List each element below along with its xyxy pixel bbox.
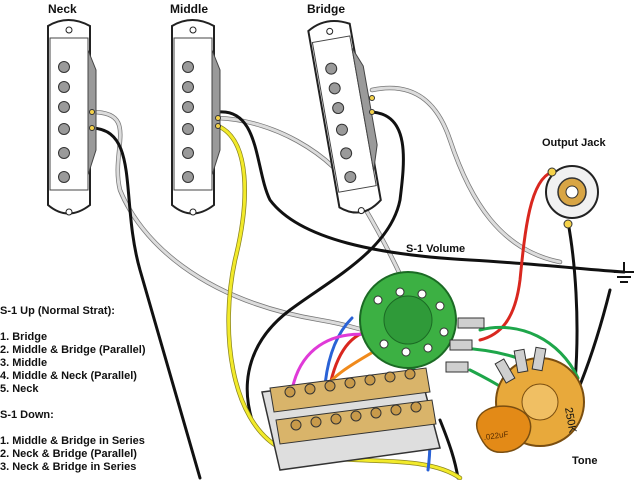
label-tone: Tone — [572, 455, 598, 467]
label-middle: Middle — [170, 2, 208, 16]
legend-up-title: S-1 Up (Normal Strat): — [0, 305, 115, 317]
label-neck: Neck — [48, 2, 77, 16]
five-way-switch — [261, 367, 441, 471]
wire-white-bridge — [369, 85, 563, 265]
output-jack — [545, 165, 599, 229]
pickup-bridge — [307, 20, 382, 215]
legend-down-item: 1. Middle & Bridge in Series — [0, 435, 145, 447]
wire-green-1 — [478, 325, 580, 380]
label-output-jack: Output Jack — [542, 137, 606, 149]
legend-up-item: 2. Middle & Bridge (Parallel) — [0, 344, 146, 356]
legend-up-item: 4. Middle & Neck (Parallel) — [0, 370, 137, 382]
ground-symbol — [614, 262, 634, 283]
tone-pot-value: 250K — [562, 406, 578, 434]
label-volume: S-1 Volume — [406, 243, 466, 255]
wire-black-ground — [578, 288, 612, 387]
wire-red-jack — [478, 170, 554, 342]
legend-up-item: 5. Neck — [0, 383, 39, 395]
switch-positions-legend: S-1 Up (Normal Strat): 1. Bridge 2. Midd… — [0, 305, 200, 474]
pickup-terminals — [89, 95, 375, 131]
wire-black-jack — [566, 220, 579, 384]
tone-capacitor: .022uF — [475, 405, 532, 454]
volume-pot — [359, 271, 485, 373]
wire-magenta — [290, 332, 374, 392]
label-bridge: Bridge — [307, 2, 346, 16]
capacitor-value: .022uF — [483, 430, 509, 442]
wire-black-bridge — [245, 110, 405, 422]
wire-black-neck — [90, 126, 202, 480]
legend-down-item: 3. Neck & Bridge in Series — [0, 461, 137, 473]
legend-up-item: 1. Bridge — [0, 331, 48, 343]
pickup-neck — [47, 19, 97, 216]
legend-down-title: S-1 Down: — [0, 409, 54, 421]
legend-down-item: 2. Neck & Bridge (Parallel) — [0, 448, 137, 460]
wire-black-middle — [216, 110, 626, 274]
legend-up-item: 3. Middle — [0, 357, 48, 369]
pickup-middle — [171, 19, 221, 216]
